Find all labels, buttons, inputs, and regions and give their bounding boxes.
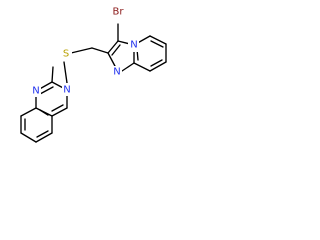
molecule-structure: S Br N N N N [20, 5, 167, 143]
bond-double [111, 44, 121, 56]
bond-double [39, 109, 49, 116]
sulfur-label: S [63, 49, 69, 60]
atom-bromine: Br [109, 5, 128, 19]
nitrogen-label: N [32, 86, 39, 97]
bond [20, 107, 37, 117]
bond [51, 107, 68, 117]
bond-double [150, 59, 163, 67]
bond [20, 132, 37, 143]
atom-nitrogen-imidazo-bridgehead: N [128, 39, 139, 52]
bond-double [36, 130, 49, 138]
bond-double [51, 104, 64, 112]
bond-double [150, 40, 164, 48]
atom-nitrogen-quinoxaline-upper: N [62, 83, 73, 96]
bond [70, 47, 93, 54]
bromine-label: Br [113, 7, 125, 18]
bond [149, 61, 167, 72]
bond [91, 47, 109, 54]
atom-nitrogen-quinoxaline-lower: N [30, 84, 41, 97]
bond [35, 132, 53, 143]
nitrogen-label: N [113, 67, 120, 78]
bond-methyl [51, 66, 54, 83]
bond [107, 40, 119, 54]
atom-sulfur: S [60, 47, 72, 60]
nitrogen-label: N [130, 40, 137, 51]
bond-double [39, 86, 54, 95]
bond [133, 62, 151, 72]
bond-lines [20, 23, 167, 143]
bond [63, 61, 68, 84]
bond [149, 35, 167, 45]
bond [121, 62, 135, 72]
atom-nitrogen-imidazo-ring: N [111, 66, 122, 79]
bond [107, 52, 117, 69]
nitrogen-label: N [63, 85, 70, 96]
